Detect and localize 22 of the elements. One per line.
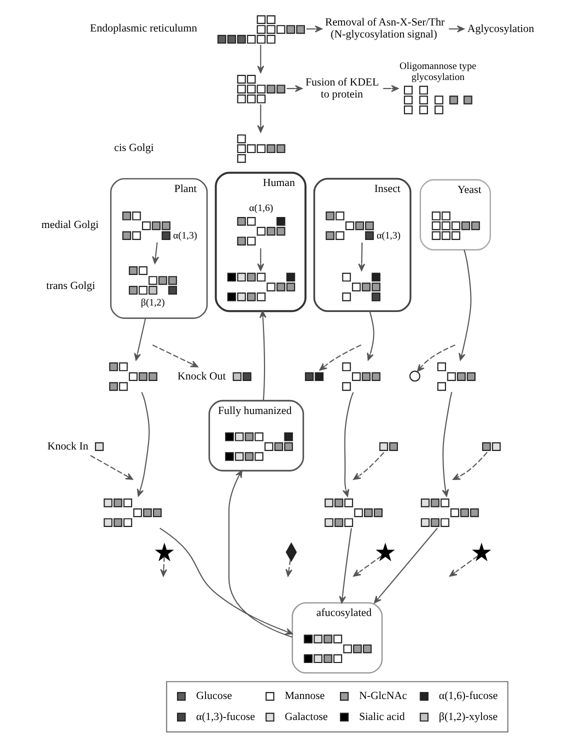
label: cis Golgi xyxy=(114,142,154,154)
label: Endoplasmic reticulumn xyxy=(90,22,197,35)
label: medial Golgi xyxy=(40,218,98,231)
legend-label: α(1,6)-fucose xyxy=(438,690,498,702)
legend-label: Mannose xyxy=(284,690,324,702)
node-text: Fusion of KDEL to protein xyxy=(304,76,378,100)
node-label: β(1,2) xyxy=(140,297,164,308)
label: trans Golgi xyxy=(46,280,95,292)
node-text: Removal of Asn-X-Ser/Thr (N-glycosylation signal) xyxy=(324,16,444,41)
node-label: Knock In xyxy=(46,440,88,452)
legend-label: Sialic acid xyxy=(358,710,404,723)
node-label: Knock Out xyxy=(177,370,226,382)
legend-label: N-GlcNAc xyxy=(358,690,406,702)
legend-label: β(1,2)-xylose xyxy=(438,710,498,723)
node-label: α(1,6) xyxy=(248,203,273,214)
node-label: Oligomannose type glycosylation xyxy=(399,61,476,83)
legend-label: Glucose xyxy=(196,690,232,702)
node-label: α(1,3) xyxy=(172,230,197,242)
legend-label: Galactose xyxy=(284,710,328,723)
node-text: Aglycosylation xyxy=(466,23,534,36)
node-label: α(1,3) xyxy=(376,230,400,242)
legend-label: α(1,3)-fucose xyxy=(196,710,254,723)
